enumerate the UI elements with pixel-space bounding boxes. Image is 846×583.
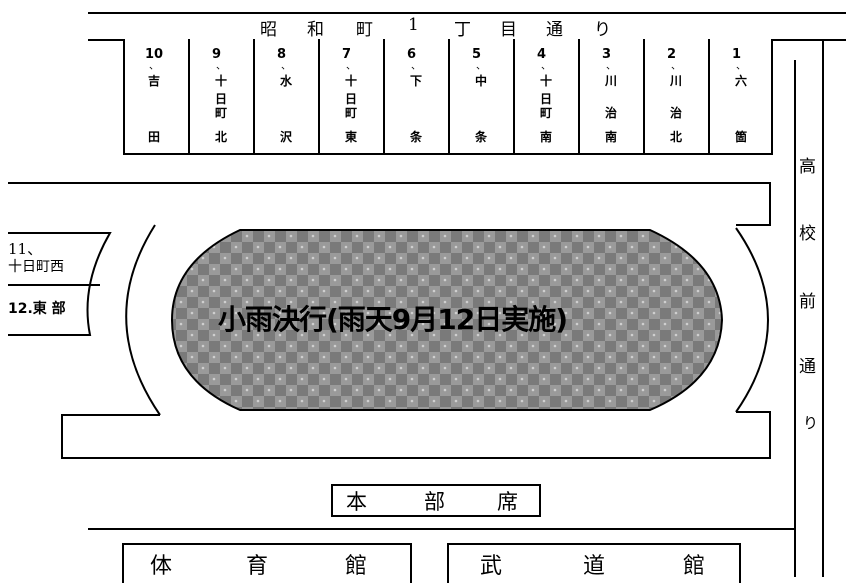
team-stall-8: 8、水沢 bbox=[253, 39, 318, 155]
team-name-char: 十 bbox=[214, 74, 227, 88]
team-12-label: 12.東 部 bbox=[8, 301, 66, 317]
team-name-char: 治 bbox=[604, 106, 617, 120]
dojo-char: 道 bbox=[583, 554, 606, 579]
team-name-char: 南 bbox=[539, 130, 552, 144]
team-name-char: 十 bbox=[539, 74, 552, 88]
team-number-comma: 、 bbox=[671, 61, 681, 72]
team-number: 2 bbox=[667, 47, 677, 62]
team-stall-4: 4、十日町南 bbox=[513, 39, 578, 155]
team-number-comma: 、 bbox=[216, 61, 226, 72]
team-number-comma: 、 bbox=[411, 61, 421, 72]
top-street-char: 町 bbox=[356, 20, 373, 40]
team-name-char: 町 bbox=[214, 106, 227, 120]
team-name-char: 沢 bbox=[279, 130, 292, 144]
team-number: 5 bbox=[472, 47, 482, 62]
team-number: 10 bbox=[145, 47, 164, 62]
team-name-char: 水 bbox=[279, 74, 292, 88]
team-name-char: 中 bbox=[474, 74, 487, 88]
central-field bbox=[170, 229, 724, 411]
right-street-char: 前 bbox=[799, 292, 816, 312]
team-name-char: 町 bbox=[539, 106, 552, 120]
team-stall-3: 3、川治南 bbox=[578, 39, 643, 155]
top-street-char: 1 bbox=[408, 15, 419, 35]
dojo-box bbox=[447, 543, 741, 583]
team-number-comma: 、 bbox=[346, 61, 356, 72]
team-name-char: 日 bbox=[344, 92, 357, 106]
top-street-char: 通 bbox=[546, 20, 563, 40]
team-stall-10: 10、吉田 bbox=[123, 39, 188, 155]
dojo-char: 武 bbox=[480, 554, 503, 579]
track-right-arc bbox=[735, 227, 769, 413]
field-notice-text: 小雨決行(雨天9月12日実施) bbox=[218, 303, 568, 336]
team-name-char: 六 bbox=[734, 74, 747, 88]
team-number: 6 bbox=[407, 47, 417, 62]
team-number: 4 bbox=[537, 47, 547, 62]
team-name-char: 日 bbox=[539, 92, 552, 106]
right-street-char: 高 bbox=[799, 157, 816, 177]
headquarters-char: 席 bbox=[497, 490, 518, 514]
team-name-char: 北 bbox=[214, 130, 227, 144]
top-street-char: 目 bbox=[500, 20, 517, 40]
gymnasium-char: 館 bbox=[345, 554, 368, 579]
right-street-char: 校 bbox=[799, 224, 816, 244]
team-name-char: 町 bbox=[344, 106, 357, 120]
team-name-char: 東 bbox=[344, 130, 357, 144]
right-street-char: り bbox=[803, 414, 819, 432]
top-street-char: 丁 bbox=[454, 20, 471, 40]
top-street-upper-line bbox=[88, 12, 846, 14]
bottom-road-line bbox=[88, 528, 794, 530]
dojo-char: 館 bbox=[683, 554, 706, 579]
team-11-name: 十日町西 bbox=[8, 259, 64, 275]
gymnasium-char: 育 bbox=[246, 554, 269, 579]
team-name-char: 日 bbox=[214, 92, 227, 106]
team-number-comma: 、 bbox=[149, 61, 159, 72]
team-name-char: 治 bbox=[669, 106, 682, 120]
team-stall-9: 9、十日町北 bbox=[188, 39, 253, 155]
team-number-comma: 、 bbox=[606, 61, 616, 72]
team-number-comma: 、 bbox=[541, 61, 551, 72]
gymnasium-box bbox=[122, 543, 412, 583]
team-number: 8 bbox=[277, 47, 287, 62]
team-number: 9 bbox=[212, 47, 222, 62]
team-name-char: 川 bbox=[669, 74, 682, 88]
team-name-char: 十 bbox=[344, 74, 357, 88]
team-name-char: 条 bbox=[409, 130, 422, 144]
headquarters-box bbox=[331, 484, 541, 517]
top-street-char: 昭 bbox=[260, 20, 277, 40]
field-lower-boundary bbox=[61, 411, 771, 459]
right-street-right-line bbox=[822, 40, 824, 577]
team-name-char: 箇 bbox=[734, 130, 747, 144]
team-name-char: 条 bbox=[474, 130, 487, 144]
track-left-arc bbox=[125, 224, 161, 416]
team-number: 1 bbox=[732, 47, 742, 62]
team-name-char: 田 bbox=[147, 130, 160, 144]
team-name-char: 川 bbox=[604, 74, 617, 88]
top-street-char: 和 bbox=[307, 20, 324, 40]
team-stall-1: 1、六箇 bbox=[708, 39, 773, 155]
field-upper-boundary bbox=[8, 182, 771, 226]
team-number-comma: 、 bbox=[281, 61, 291, 72]
headquarters-char: 部 bbox=[424, 490, 445, 514]
gymnasium-char: 体 bbox=[150, 554, 173, 579]
team-stall-6: 6、下条 bbox=[383, 39, 448, 155]
team-number-comma: 、 bbox=[736, 61, 746, 72]
team-name-char: 南 bbox=[604, 130, 617, 144]
team-number: 7 bbox=[342, 47, 352, 62]
team-number-comma: 、 bbox=[476, 61, 486, 72]
right-street-left-line bbox=[794, 60, 796, 577]
team-stall-7: 7、十日町東 bbox=[318, 39, 383, 155]
team-number: 3 bbox=[602, 47, 612, 62]
right-street-char: 通 bbox=[799, 357, 816, 377]
team-stall-5: 5、中条 bbox=[448, 39, 513, 155]
team-stall-2: 2、川治北 bbox=[643, 39, 708, 155]
team-name-char: 下 bbox=[409, 74, 422, 88]
team-name-char: 北 bbox=[669, 130, 682, 144]
headquarters-char: 本 bbox=[346, 490, 367, 514]
team-name-char: 吉 bbox=[147, 74, 160, 88]
top-street-char: り bbox=[594, 20, 611, 40]
team-11-number: 11、 bbox=[8, 240, 43, 258]
